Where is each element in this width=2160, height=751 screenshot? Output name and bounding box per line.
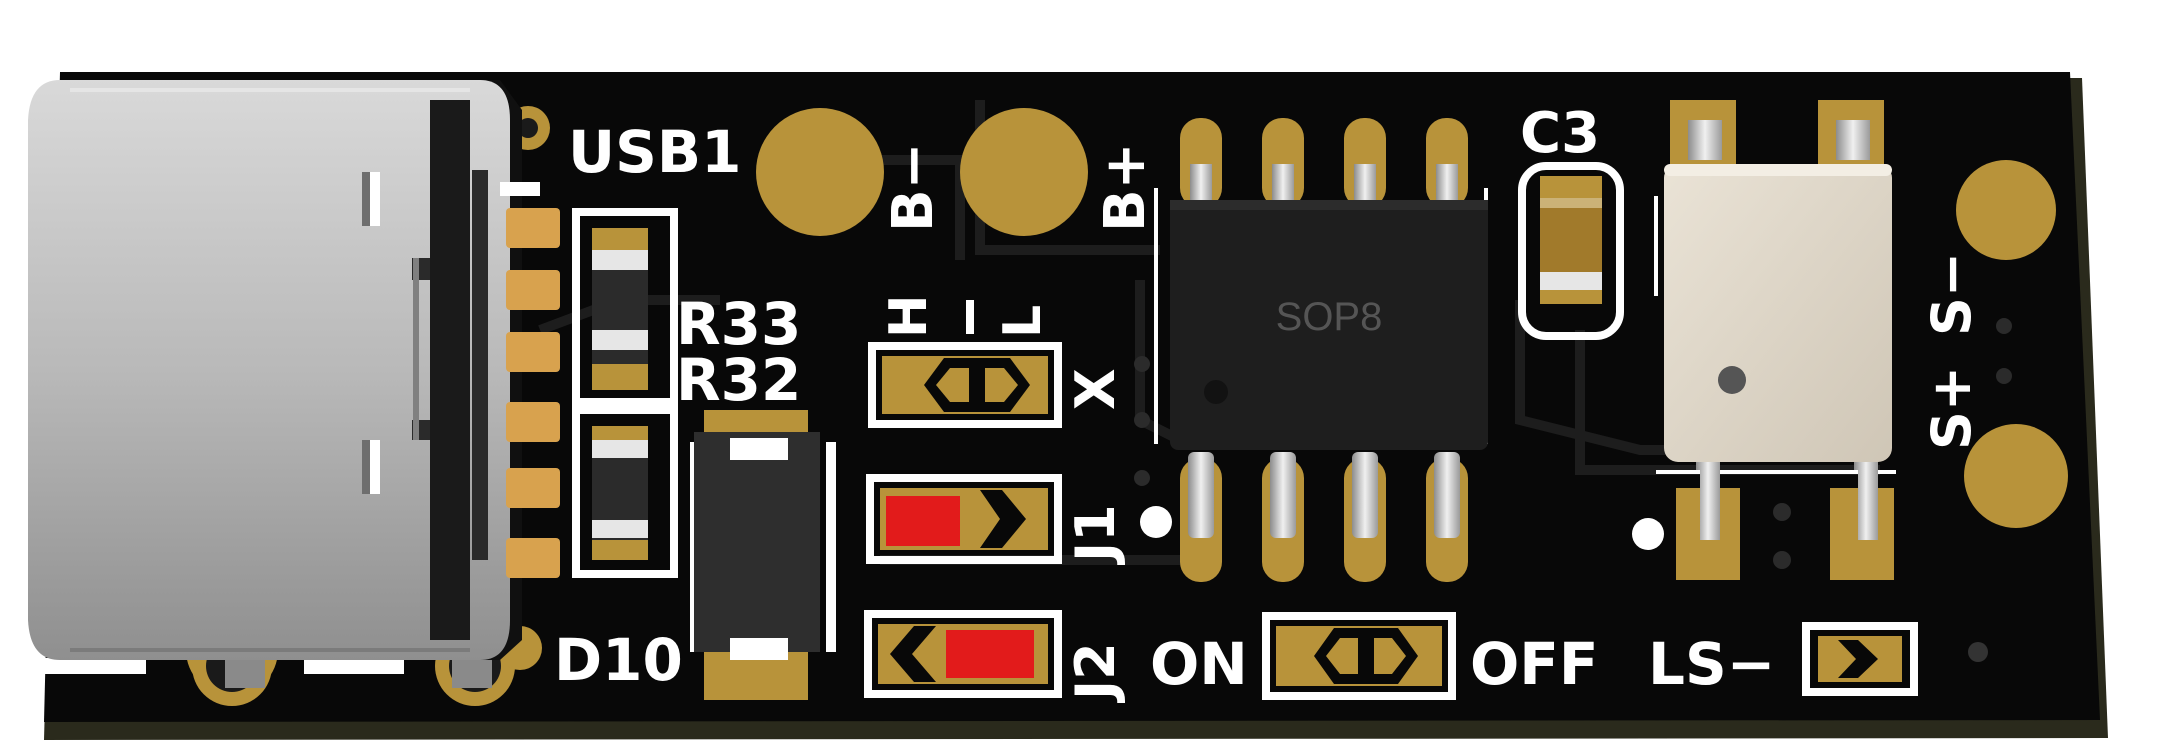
x-jumper [868,342,1062,428]
s-plus-label: S+ [1920,366,1983,450]
usb1-label: USB1 [568,118,741,186]
s-minus-label: S− [1920,252,1983,336]
h-label: H [879,294,939,338]
off-label: OFF [1470,630,1599,698]
d10-label: D10 [554,626,683,694]
r32-label: R32 [676,346,801,414]
resistor-r33 [572,208,678,406]
s-minus-pad [1956,160,2056,260]
ls-minus-pad [1802,622,1988,696]
s-plus-pad [1964,424,2068,528]
relay-component [1632,100,1896,580]
j1-jumper [866,474,1062,564]
j2-label: J2 [1064,642,1127,704]
r33-label: R33 [676,290,801,358]
via-right-1 [1996,318,2012,334]
usb-c-connector [28,80,550,706]
resistor-r32 [572,406,678,578]
battery-plus-pad [960,108,1088,236]
ls-minus-label: LS− [1648,630,1775,698]
on-label: ON [1150,630,1248,698]
j1-label: J1 [1064,504,1127,566]
l-label: L [993,305,1053,338]
diode-d10 [690,410,836,700]
x-label: X [1064,368,1127,410]
via-right-2 [1996,368,2012,384]
b-minus-label: B− [881,142,946,232]
on-off-jumper [1262,612,1456,700]
sop8-chip: SOP8 [1134,118,1488,582]
c3-label: C3 [1520,101,1600,166]
h-l-divider [966,300,974,334]
j2-jumper [864,610,1062,698]
capacitor-c3 [1518,162,1624,340]
sop8-label: SOP8 [1276,295,1383,339]
usb-signal-pads [500,182,560,578]
battery-minus-pad [756,108,884,236]
b-plus-label: B+ [1093,142,1158,232]
